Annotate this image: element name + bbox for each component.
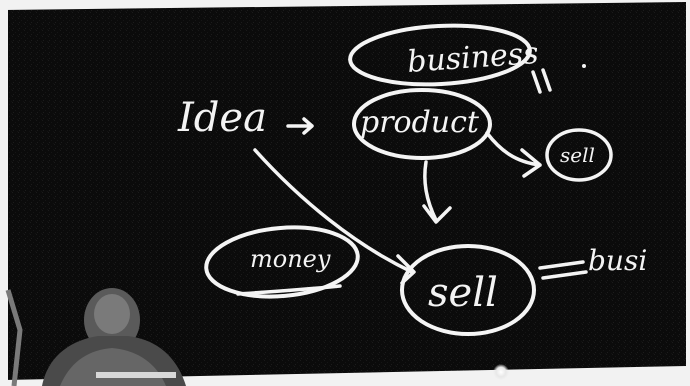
idea-arrow	[286, 117, 314, 135]
sell-small-ellipse	[545, 128, 613, 182]
light-spot	[493, 364, 509, 380]
business-short-word: busi	[588, 244, 647, 277]
money-ellipse	[204, 225, 360, 299]
idea-word: Idea	[177, 95, 267, 141]
product-ellipse	[352, 88, 492, 160]
parallel-marks	[531, 68, 552, 94]
equals-sign	[538, 260, 588, 280]
business-ellipse	[348, 23, 532, 87]
idea-to-sell-arrow	[253, 148, 416, 285]
chalk-dot	[582, 64, 586, 68]
sell-small-word: sell	[560, 143, 595, 167]
presenter-silhouette	[42, 288, 186, 386]
money-word: money	[250, 245, 331, 273]
product-word: product	[360, 105, 480, 140]
sell-main-ellipse	[400, 244, 536, 336]
board-surface	[4, 2, 686, 380]
money-underline	[236, 284, 342, 296]
product-to-sell-arrow	[485, 131, 542, 178]
left-glare	[5, 289, 23, 386]
sell-main-word: sell	[428, 270, 498, 316]
product-to-sell-main-arrow	[422, 160, 452, 224]
left-edge	[0, 0, 8, 386]
